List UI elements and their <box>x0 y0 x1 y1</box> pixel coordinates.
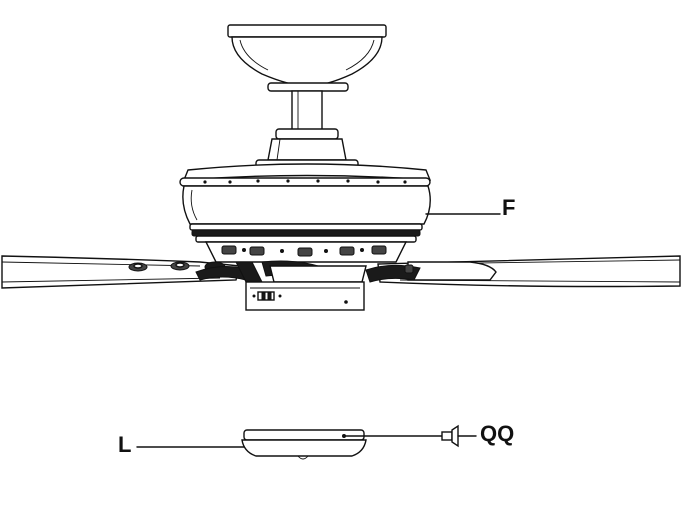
light-kit-cover <box>241 429 367 460</box>
switch-housing <box>245 281 365 311</box>
connector-plug <box>345 424 459 448</box>
blade-mount-ring <box>204 241 408 263</box>
left-blade <box>1 255 253 289</box>
canopy <box>227 24 387 92</box>
callout-label-l: L <box>118 432 131 457</box>
callout-label-qq: QQ <box>480 421 514 446</box>
center-blade-arm <box>235 260 367 283</box>
downrod <box>275 90 339 140</box>
motor-housing <box>179 163 432 243</box>
right-blade <box>365 255 681 288</box>
housing-vent-dots <box>203 179 407 184</box>
callout-label-f: F <box>502 195 515 220</box>
